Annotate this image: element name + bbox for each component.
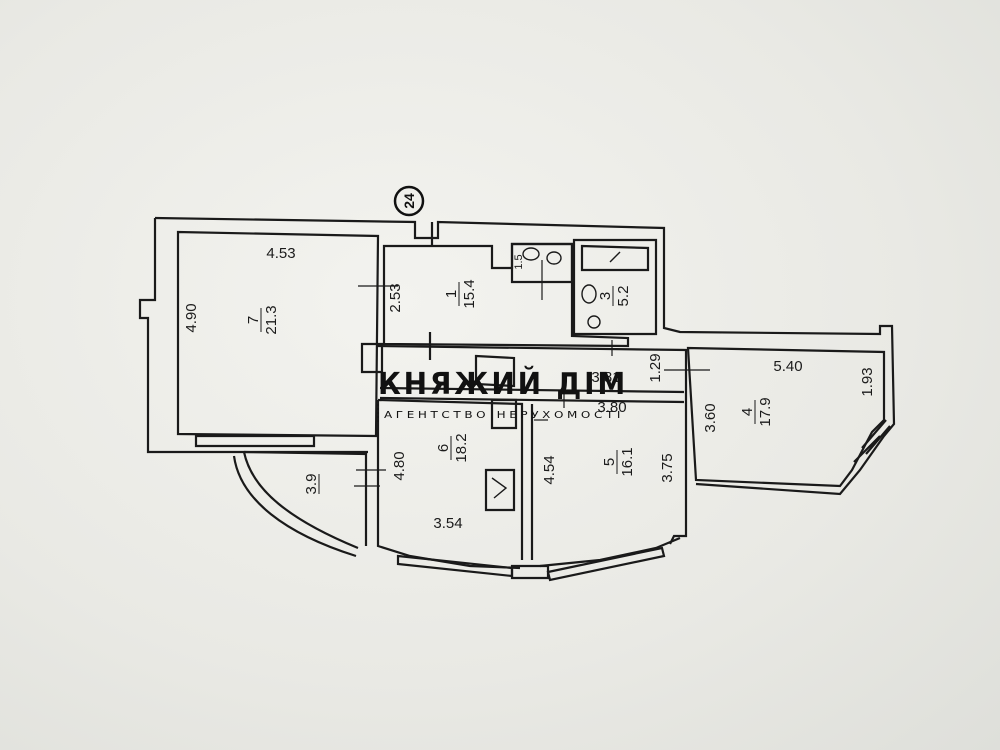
room-4: 4 17.9 [739,397,774,426]
room-4-area: 17.9 [757,397,774,426]
drain-icon [587,315,601,329]
room-1: 1 15.4 [443,279,478,308]
dim-3.81: 3.81 [591,369,620,386]
dim-2.53: 2.53 [387,283,404,312]
dim-3.75: 3.75 [659,453,676,482]
room-7: 7 21.3 [245,305,280,334]
room-1-number: 1 [443,290,460,298]
washbasin-icon [581,284,597,304]
room-7-area: 21.3 [263,305,280,334]
room-6-area: 18.2 [453,433,470,462]
dim-4.80: 4.80 [391,451,408,480]
walls [138,216,896,582]
dim-1.93: 1.93 [859,367,876,396]
dimension-ticks [354,260,710,487]
marker-label: 24 [401,193,417,209]
watermark-subtitle: АГЕНТСТВО НЕРУХОМОСТІ [384,410,624,421]
room-2-area: 1.5 [513,254,525,269]
room-3-number: 3 [597,292,614,300]
room-6-number: 6 [435,444,452,452]
room-6: 6 18.2 [435,433,470,462]
room-5-area: 16.1 [619,447,636,476]
dim-3.54: 3.54 [433,515,462,532]
balcony-area: 3.9 [303,474,320,495]
room-3: 3 5.2 [597,286,632,307]
marker-24: 24 [393,185,425,217]
balcony: 3.9 [303,474,320,495]
room-1-area: 15.4 [461,279,478,308]
room-5: 5 16.1 [601,447,636,476]
dim-4.53: 4.53 [266,245,295,262]
toilet-icon [522,247,540,261]
watermark-title: КНЯЖИЙ ДІМ [378,366,628,402]
dim-5.40: 5.40 [773,358,802,375]
room-4-number: 4 [739,408,756,416]
room-7-number: 7 [245,316,262,324]
dim-1.29: 1.29 [647,353,664,382]
watermark: КНЯЖИЙ ДІМ АГЕНТСТВО НЕРУХОМОСТІ [377,366,628,422]
stairs-icon [491,477,508,499]
fixtures [491,247,621,499]
dim-4.90: 4.90 [183,303,200,332]
sink-icon [546,251,562,265]
dim-3.60: 3.60 [702,403,719,432]
room-5-number: 5 [601,458,618,466]
dim-4.54: 4.54 [541,455,558,484]
room-2: 1.5 [513,254,525,269]
dim-3.80: 3.80 [597,399,626,416]
room-3-area: 5.2 [615,286,632,307]
